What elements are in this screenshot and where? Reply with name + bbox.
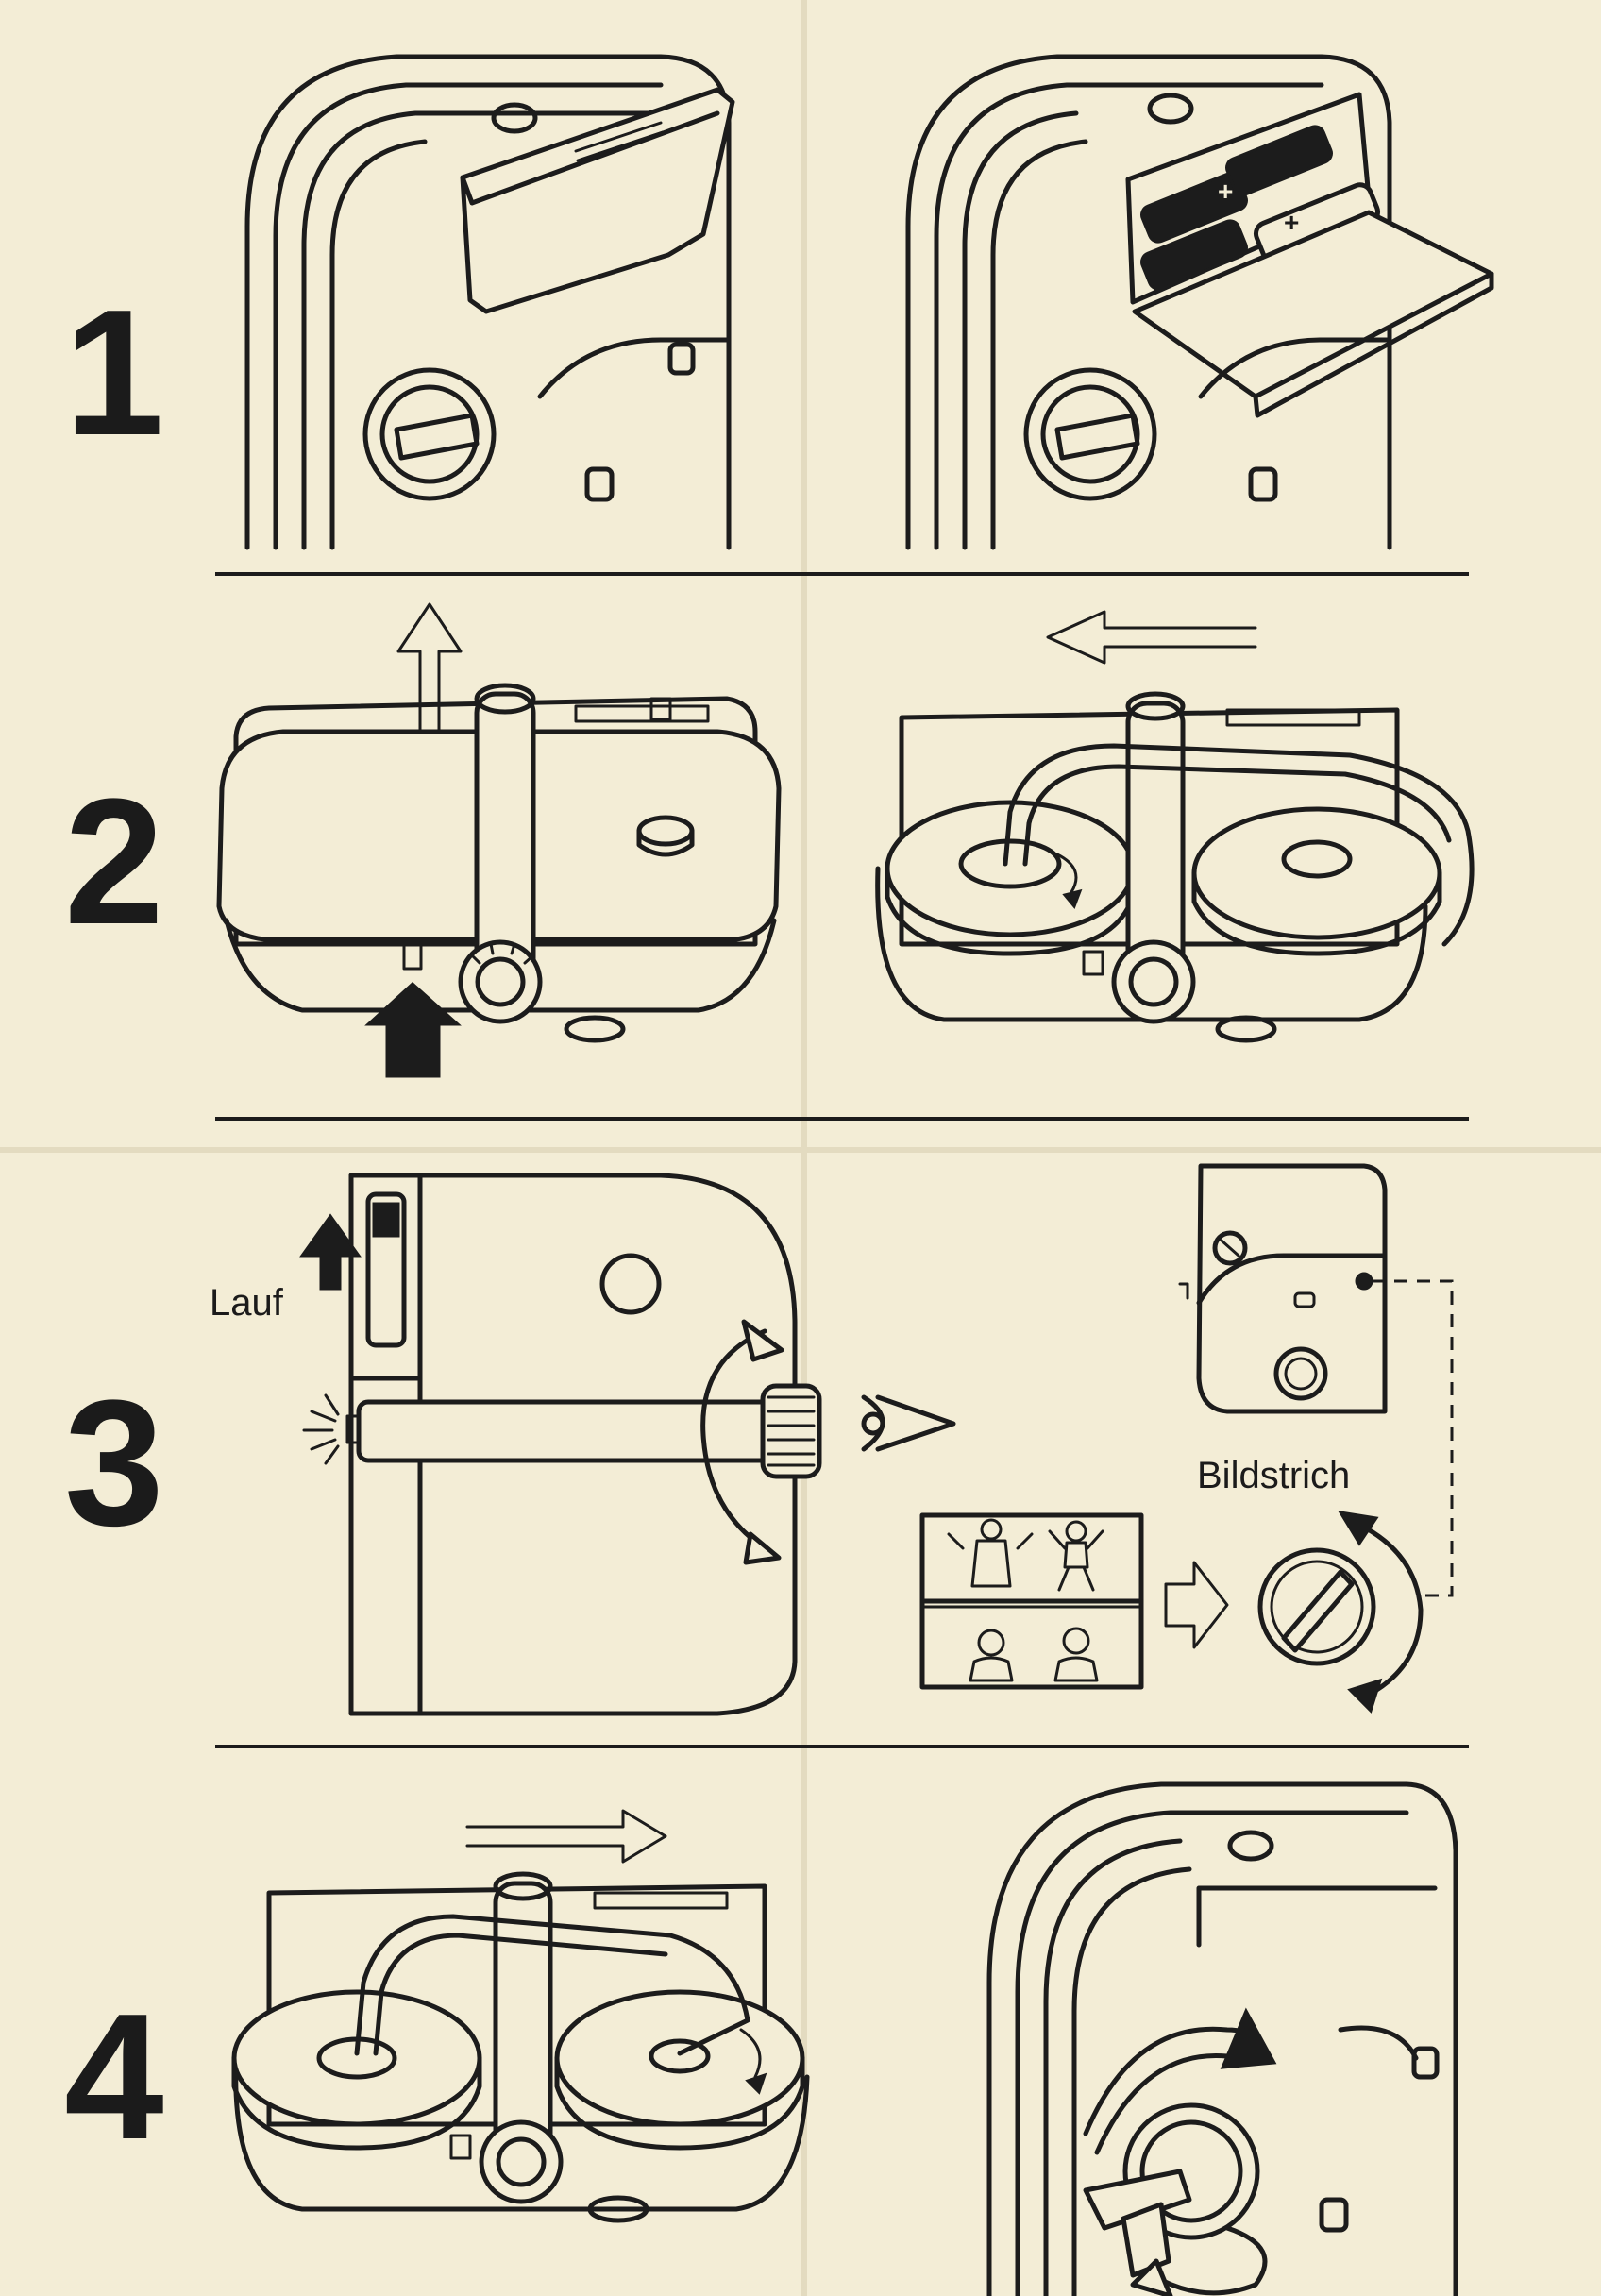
crank-knob <box>1122 2102 1260 2240</box>
step-number-1: 1 <box>64 273 164 473</box>
frame-line-knob <box>1257 1547 1376 1666</box>
rotate-arrow-icon-left <box>700 1328 767 1551</box>
step-number-2: 2 <box>64 762 164 962</box>
step1-viewer-lid-open: + + <box>905 54 1494 550</box>
step1-viewer-lid-closed <box>244 54 735 550</box>
battery-lid <box>460 87 735 314</box>
detail-inset <box>1196 1163 1388 1414</box>
rotate-arrow-icon-step4 <box>739 2028 762 2079</box>
step3-frame-line-detail <box>919 1163 1454 1714</box>
step2-viewer-threaded <box>875 610 1475 1043</box>
rotate-arrow-icon-frame <box>1357 1522 1424 1697</box>
film-reel-take-up <box>1191 806 1442 940</box>
push-arrow-icon <box>364 981 462 1078</box>
film-reel-take-up-step4 <box>554 1989 805 2127</box>
rotate-arrow-icon-bottom <box>1158 2225 1268 2296</box>
run-label: Lauf <box>210 1282 283 1324</box>
right-arrow-icon-frame <box>1164 1561 1229 1649</box>
step-number-4: 4 <box>64 1977 164 2177</box>
focus-wheel-right <box>1111 939 1196 1024</box>
step1-knob-right <box>1023 367 1157 501</box>
left-arrow-icon <box>1046 610 1257 665</box>
step-number-3: 3 <box>64 1363 164 1563</box>
optical-tube <box>474 691 536 980</box>
eye-icon <box>861 1394 956 1452</box>
step1-knob <box>362 367 497 501</box>
frame-knob-side <box>760 1383 822 1479</box>
focus-wheel <box>458 939 543 1024</box>
step3-viewer-front <box>299 1173 956 1716</box>
leader-line <box>1372 1279 1454 1597</box>
film-reel-supply <box>231 1989 482 2127</box>
optical-axis <box>356 1399 796 1463</box>
up-arrow-icon <box>396 602 463 833</box>
right-arrow-icon <box>465 1809 667 1864</box>
svg-text:+: + <box>1218 177 1233 206</box>
step4-viewer-rewind <box>231 1809 810 2223</box>
svg-text:+: + <box>1284 208 1299 237</box>
up-arrow-icon-run <box>299 1213 362 1291</box>
film-strip-step4 <box>354 1914 750 2056</box>
frame-line-label: Bildstrich <box>1197 1455 1351 1496</box>
step4-crank-rewind <box>986 1781 1458 2296</box>
rotate-arrow-icon <box>1055 853 1078 894</box>
crank-handle <box>1083 2169 1192 2231</box>
focus-wheel-step4 <box>479 2119 564 2204</box>
film-strip <box>1003 743 1475 947</box>
run-slider <box>365 1191 407 1348</box>
battery-icon: + + <box>1140 125 1381 291</box>
step2-viewer-cover <box>216 602 782 1078</box>
